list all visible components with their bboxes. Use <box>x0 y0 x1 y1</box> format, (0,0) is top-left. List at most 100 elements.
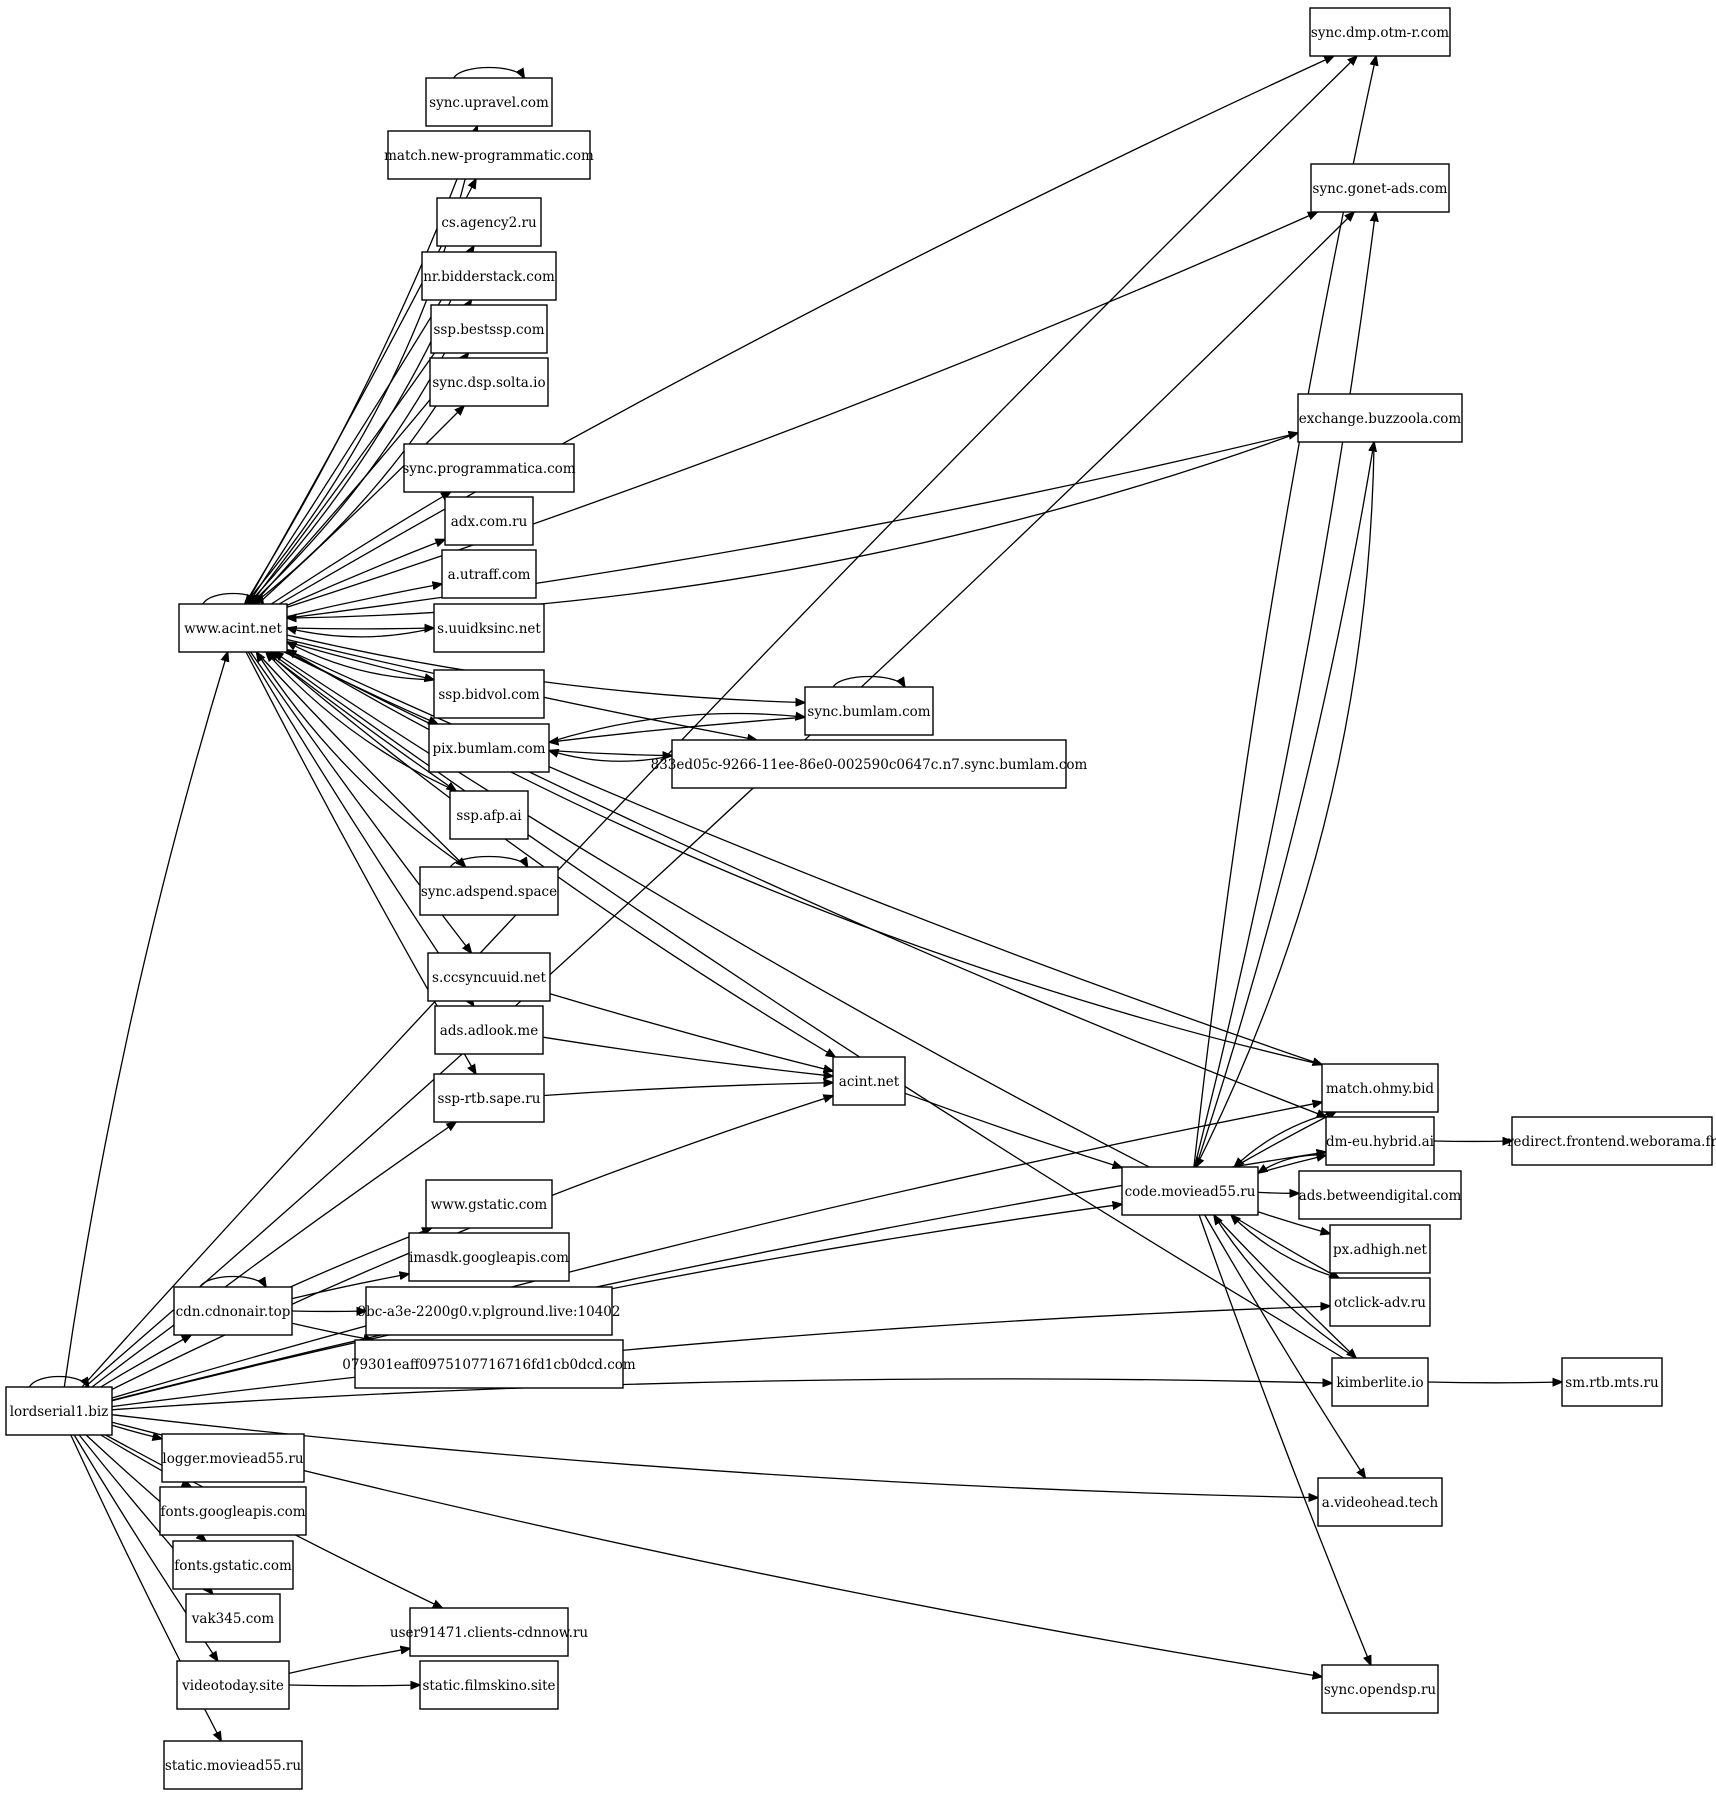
node-box <box>1329 1277 1431 1327</box>
node-label: vak345.com <box>191 1611 275 1627</box>
node-sync-upravel-com: sync.upravel.com <box>425 77 553 127</box>
node-static-moviead55-ru: static.moviead55.ru <box>163 1740 303 1790</box>
node-box <box>409 1607 569 1657</box>
node-fonts-gstatic-com: fonts.gstatic.com <box>172 1540 294 1590</box>
node-ads-adlook-me: ads.adlook.me <box>434 1005 544 1055</box>
edge-lordserial1-biz-to-ssp-rtb-sape-ru <box>91 1122 456 1388</box>
edge-dm-eu-hybrid-ai-to-code-moviead55-ru <box>1258 1154 1327 1173</box>
edge-sync-bumlam-com-to-pix-bumlam-com <box>549 716 806 742</box>
node-box <box>1321 1063 1439 1113</box>
node-videotoday-site: videotoday.site <box>176 1660 290 1710</box>
edge-s-uuidksinc-net-to-www-acint-net <box>287 628 435 638</box>
edge-code-moviead55-ru-to-kimberlite-io <box>1213 1214 1356 1358</box>
node-box <box>176 1660 290 1710</box>
node-box <box>354 1339 624 1389</box>
graph-nodes: sync.dmp.otm-r.com sync.upravel.commatch.… <box>5 7 1716 1790</box>
node-box <box>421 251 557 301</box>
node-a-videohead-tech: a.videohead.tech <box>1317 1477 1443 1527</box>
node-label: 833ed05c-9266-11ee-86e0-002590c0647c.n7.… <box>651 757 1088 773</box>
node-box <box>1317 1477 1443 1527</box>
node-box <box>419 1660 559 1710</box>
node-sync-bumlam-com: sync.bumlam.com <box>804 686 934 736</box>
node-redirect-frontend-weborama-fr: redirect.frontend.weborama.fr <box>1507 1116 1716 1166</box>
node-label: sync.bumlam.com <box>807 704 930 720</box>
node-label: s.ccsyncuuid.net <box>432 970 546 986</box>
edge-lordserial1-biz-to-kimberlite-io <box>111 1379 1332 1411</box>
node-box <box>441 549 537 599</box>
node-box <box>1310 163 1450 213</box>
node-acint-net: acint.net <box>832 1056 906 1106</box>
edge-www-acint-net-to-ssp-afp-ai <box>265 651 456 791</box>
node-label: static.filmskino.site <box>422 1678 555 1694</box>
edge-cdn-cdnonair-top-to-cdn-cdnonair-top <box>199 1275 266 1288</box>
edge-acint-net-to-code-moviead55-ru <box>904 1092 1122 1167</box>
node-box <box>5 1386 113 1436</box>
node-sync-dmp-otm-r-com: sync.dmp.otm-r.com <box>1309 7 1451 57</box>
node-dm-eu-hybrid-ai: dm-eu.hybrid.ai <box>1325 1116 1435 1166</box>
edge-code-moviead55-ru-to-px-adhigh-net <box>1257 1211 1330 1234</box>
node-label: www.gstatic.com <box>431 1197 548 1213</box>
node-box <box>433 669 545 719</box>
node-label: ads.betweendigital.com <box>1299 1188 1462 1204</box>
edge-ssp-afp-ai-to-www-acint-net <box>266 652 457 792</box>
node-box <box>1511 1116 1713 1166</box>
edge-s-ccsyncuuid-net-to-acint-net <box>549 993 833 1071</box>
node-sync-dsp-solta-io: sync.dsp.solta.io <box>429 357 549 407</box>
node-label: imasdk.googleapis.com <box>409 1250 569 1266</box>
node-833ed05c-9266-11ee-86e0-002590c0647c-n7-sync-bumlam-com: 833ed05c-9266-11ee-86e0-002590c0647c.n7.… <box>651 739 1088 789</box>
node-9bc-a3e-2200g0-v-plground-live-10402: 9bc-a3e-2200g0.v.plground.live:10402 <box>358 1286 621 1336</box>
edge-www-acint-net-to-sync-dsp-solta-io <box>257 406 464 605</box>
node-box <box>444 496 534 546</box>
node-pix-bumlam-com: pix.bumlam.com <box>428 723 550 773</box>
node-label: ssp.bidvol.com <box>438 687 539 703</box>
node-sync-adspend-space: sync.adspend.space <box>419 866 559 916</box>
node-label: nr.bidderstack.com <box>423 269 555 285</box>
node-label: sync.gonet-ads.com <box>1313 181 1448 197</box>
node-sync-programmatica-com: sync.programmatica.com <box>402 443 576 493</box>
node-box <box>427 952 551 1002</box>
edge-code-moviead55-ru-to-match-ohmy-bid <box>1233 1112 1335 1168</box>
edge-match-ohmy-bid-to-code-moviead55-ru <box>1234 1111 1336 1167</box>
node-box <box>178 603 288 653</box>
node-a-utraff-com: a.utraff.com <box>441 549 537 599</box>
node-box <box>433 603 545 653</box>
node-fonts-googleapis-com: fonts.googleapis.com <box>159 1486 307 1536</box>
edge-pix-bumlam-com-to-sync-bumlam-com <box>548 714 805 743</box>
node-label: sync.programmatica.com <box>402 461 575 477</box>
node-match-new-programmatic-com: match.new-programmatic.com <box>384 130 594 180</box>
edge-www-acint-net-to-sync-programmatica-com <box>271 492 450 605</box>
edge-kimberlite-io-to-www-acint-net <box>270 652 1344 1359</box>
node-ads-betweendigital-com: ads.betweendigital.com <box>1298 1170 1462 1220</box>
edge-videotoday-site-to-static-filmskino-site <box>288 1685 420 1686</box>
node-box <box>430 304 548 354</box>
node-box <box>163 1740 303 1790</box>
edge-kimberlite-io-to-sm-rtb-mts-ru <box>1427 1382 1562 1383</box>
node-box <box>419 866 559 916</box>
node-box <box>804 686 934 736</box>
node-adx-com-ru: adx.com.ru <box>444 496 534 546</box>
edge-otclick-adv-ru-to-code-moviead55-ru <box>1231 1215 1340 1279</box>
node-box <box>403 443 575 493</box>
node-label: sync.dsp.solta.io <box>432 375 545 391</box>
node-exchange-buzzoola-com: exchange.buzzoola.com <box>1297 393 1463 443</box>
node-box <box>173 1286 293 1336</box>
edge-ssp-rtb-sape-ru-to-acint-net <box>543 1083 833 1097</box>
edge-code-moviead55-ru-to-exchange-buzzoola-com <box>1195 442 1374 1168</box>
node-label: a.videohead.tech <box>1322 1495 1439 1511</box>
node-vak345-com: vak345.com <box>185 1593 281 1643</box>
node-label: 9bc-a3e-2200g0.v.plground.live:10402 <box>358 1304 621 1320</box>
node-label: px.adhigh.net <box>1333 1242 1428 1258</box>
edge-lordserial1-biz-to-match-ohmy-bid <box>111 1102 1322 1399</box>
node-label: sync.opendsp.ru <box>1324 1682 1437 1698</box>
node-label: user91471.clients-cdnnow.ru <box>390 1625 589 1641</box>
node-s-ccsyncuuid-net: s.ccsyncuuid.net <box>427 952 551 1002</box>
edge-lordserial1-biz-to-www-acint-net <box>63 652 227 1388</box>
node-box <box>159 1486 307 1536</box>
node-box <box>172 1540 294 1590</box>
node-sync-opendsp-ru: sync.opendsp.ru <box>1321 1664 1439 1714</box>
edge-www-acint-net-to-sync-dmp-otm-r-com <box>278 56 1334 605</box>
edge-sync-adspend-space-to-sync-adspend-space <box>449 855 527 868</box>
node-label: cs.agency2.ru <box>441 215 537 231</box>
edge-code-moviead55-ru-to-sync-gonet-ads-com <box>1193 212 1376 1168</box>
node-box <box>1331 1357 1429 1407</box>
